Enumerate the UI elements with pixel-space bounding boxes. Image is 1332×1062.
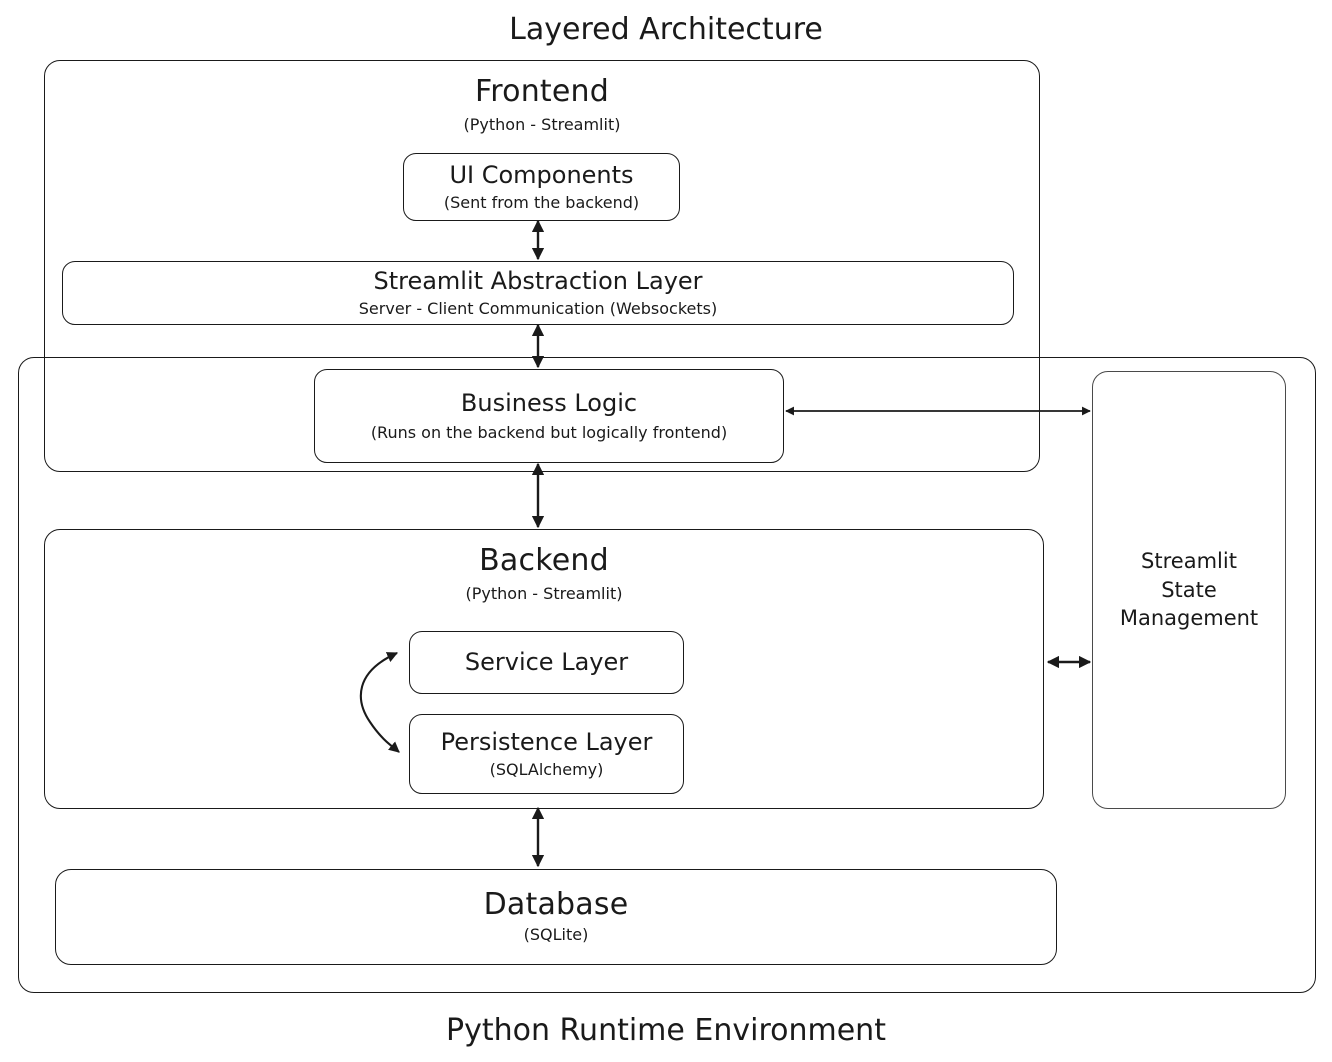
box-persistence-layer[interactable]: Persistence Layer (SQLAlchemy)	[409, 714, 684, 794]
persistence-layer-subtitle: (SQLAlchemy)	[489, 759, 604, 779]
backend-subtitle: (Python - Streamlit)	[465, 583, 623, 603]
state-management-line-1: Streamlit	[1141, 549, 1237, 574]
box-streamlit-state-management[interactable]: Streamlit State Management	[1092, 371, 1286, 809]
ui-components-subtitle: (Sent from the backend)	[443, 192, 640, 212]
persistence-layer-title: Persistence Layer	[440, 727, 653, 756]
frontend-title: Frontend	[475, 74, 609, 109]
business-logic-subtitle: (Runs on the backend but logically front…	[370, 422, 728, 442]
backend-title: Backend	[479, 543, 609, 578]
box-service-layer[interactable]: Service Layer	[409, 631, 684, 694]
database-title: Database	[483, 886, 629, 922]
state-management-line-2: State	[1161, 577, 1217, 602]
container-python-runtime-environment[interactable]	[18, 357, 1316, 993]
abstraction-layer-title: Streamlit Abstraction Layer	[373, 266, 703, 295]
abstraction-layer-subtitle: Server - Client Communication (Websocket…	[358, 298, 718, 318]
container-backend[interactable]: Backend (Python - Streamlit)	[44, 529, 1044, 809]
box-database[interactable]: Database (SQLite)	[55, 869, 1057, 965]
runtime-environment-label: Python Runtime Environment	[446, 1013, 886, 1048]
diagram-title: Layered Architecture	[509, 12, 823, 47]
database-subtitle: (SQLite)	[523, 925, 589, 945]
frontend-subtitle: (Python - Streamlit)	[463, 114, 621, 134]
box-ui-components[interactable]: UI Components (Sent from the backend)	[403, 153, 680, 221]
ui-components-title: UI Components	[449, 160, 634, 189]
state-management-line-3: Management	[1119, 606, 1259, 631]
service-layer-title: Service Layer	[464, 648, 629, 677]
business-logic-title: Business Logic	[460, 388, 638, 417]
container-frontend[interactable]: Frontend (Python - Streamlit)	[44, 60, 1040, 472]
box-streamlit-abstraction-layer[interactable]: Streamlit Abstraction Layer Server - Cli…	[62, 261, 1014, 325]
box-business-logic[interactable]: Business Logic (Runs on the backend but …	[314, 369, 784, 463]
